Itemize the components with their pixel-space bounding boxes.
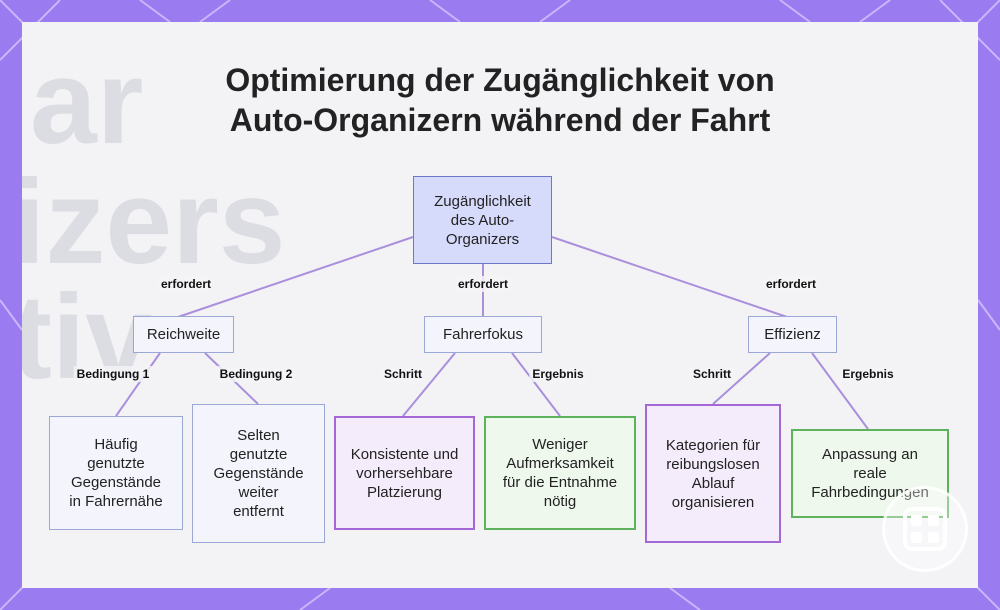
node-kategorien: Kategorien für reibungslosen Ablauf orga… [645, 404, 781, 543]
title-line-1: Optimierung der Zugänglichkeit von [225, 62, 775, 98]
edge-effizienz-anpassung [811, 352, 869, 430]
edge-label-schritt-1: Schritt [380, 366, 426, 382]
node-root: Zugänglichkeit des Auto-Organizers [413, 176, 552, 264]
node-effizienz: Effizienz [748, 316, 837, 353]
node-konsistente: Konsistente und vorhersehbare Platzierun… [334, 416, 475, 530]
edge-label-bedingung-1: Bedingung 1 [73, 366, 153, 382]
background-decoration: ar [30, 35, 144, 169]
edge-label-erfordert-3: erfordert [762, 276, 820, 292]
edge-root-reichweite [174, 236, 414, 319]
edge-label-schritt-2: Schritt [689, 366, 735, 382]
edge-label-erfordert-2: erfordert [454, 276, 512, 292]
node-weniger: Weniger Aufmerksamkeit für die Entnahme … [484, 416, 636, 530]
edge-fahrerfokus-konsistente [402, 352, 456, 417]
edge-root-effizienz [551, 236, 791, 319]
edge-fahrerfokus-weniger [511, 352, 561, 417]
background-decoration: izers [22, 155, 286, 289]
node-reichweite: Reichweite [133, 316, 234, 353]
edge-effizienz-kategorien [712, 352, 771, 405]
edge-label-bedingung-2: Bedingung 2 [216, 366, 296, 382]
edge-label-erfordert-1: erfordert [157, 276, 215, 292]
edge-label-ergebnis-1: Ergebnis [529, 366, 587, 382]
node-haeufig: Häufig genutzte Gegenstände in Fahrernäh… [49, 416, 183, 530]
edge-reichweite-haeufig [115, 352, 161, 417]
node-selten: Selten genutzte Gegenstände weiter entfe… [192, 404, 325, 543]
node-fahrerfokus: Fahrerfokus [424, 316, 542, 353]
diagram-title: Optimierung der Zugänglichkeit von Auto-… [0, 60, 1000, 140]
logo-icon [882, 486, 968, 572]
edge-label-ergebnis-2: Ergebnis [839, 366, 897, 382]
title-line-2: Auto-Organizern während der Fahrt [229, 102, 771, 138]
